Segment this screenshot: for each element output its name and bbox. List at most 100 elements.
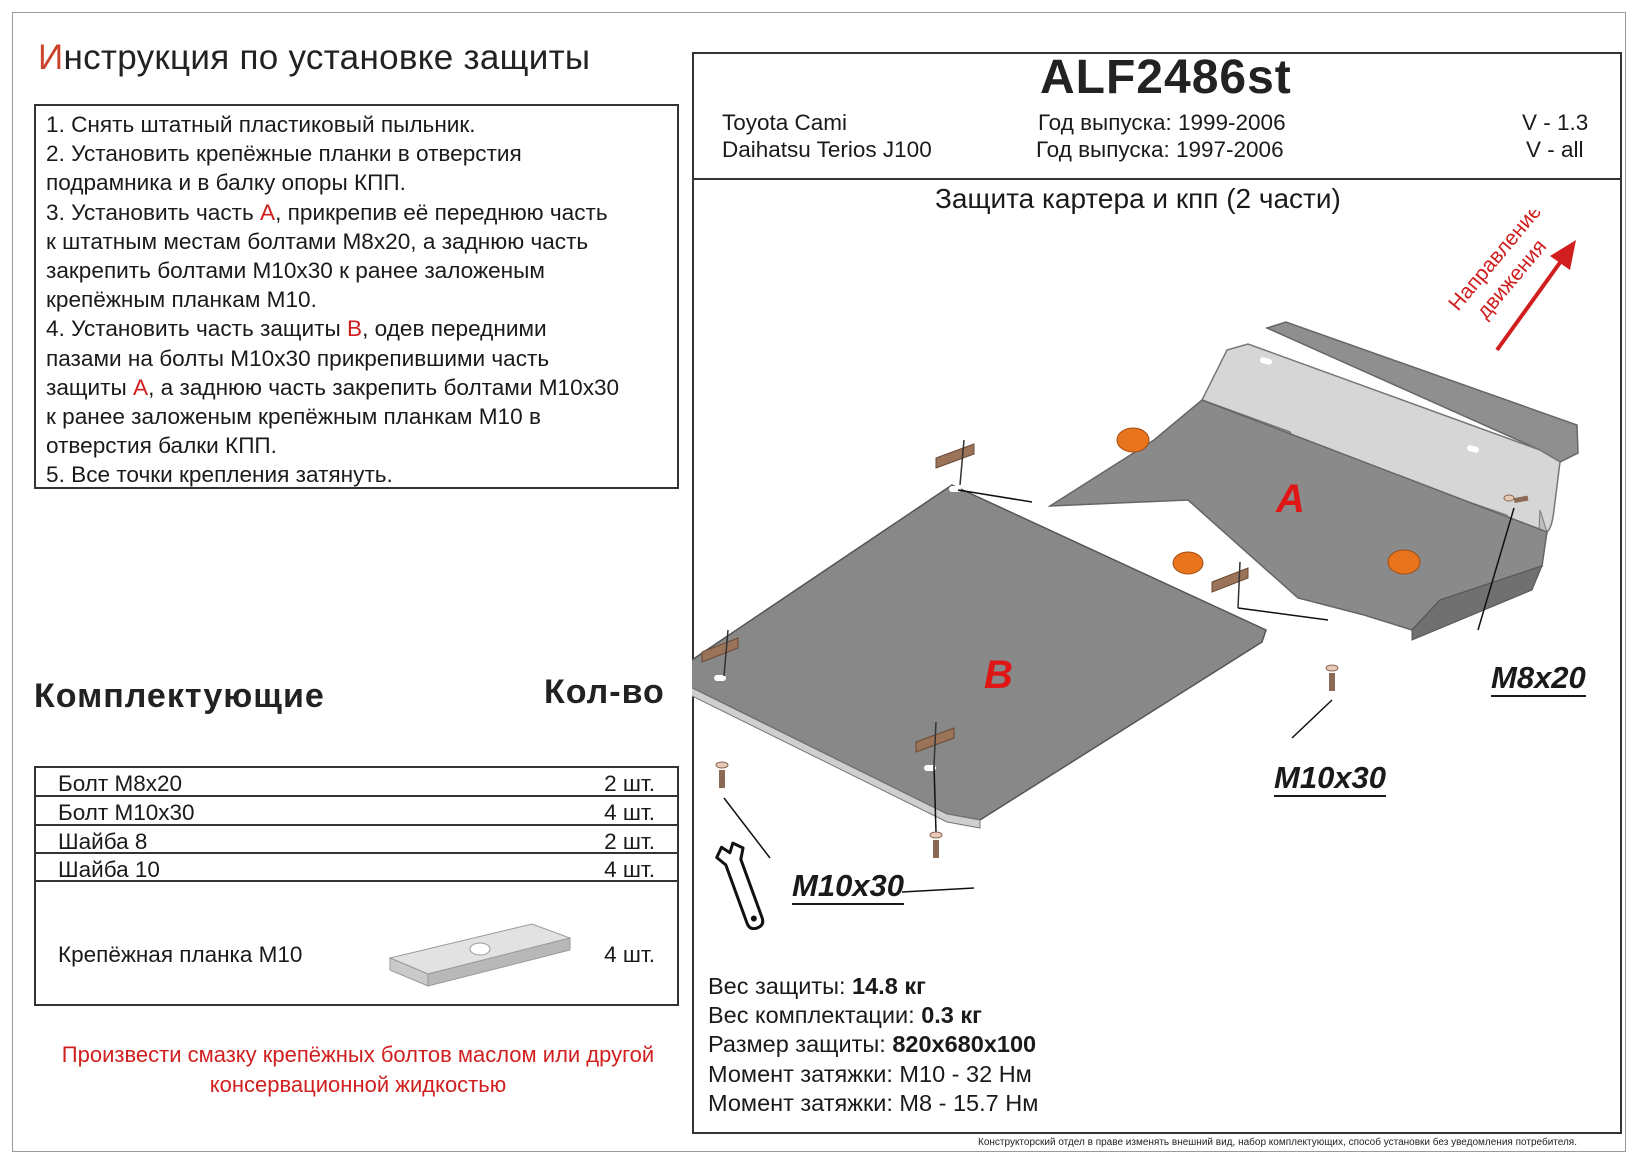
instruction-line: 4. Установить часть защиты В, одев перед… — [46, 314, 667, 343]
parts-row: Крепёжная планка М10 4 шт. — [36, 882, 677, 1004]
instruction-text: защиты — [46, 374, 133, 400]
spec-line: Размер защиты: 820x680x100 — [708, 1030, 1038, 1059]
instruction-text: 1. Снять штатный пластиковый пыльник. — [46, 112, 476, 137]
part-name: Шайба 8 — [58, 829, 148, 854]
part-reference: А — [260, 199, 276, 225]
part-reference: В — [347, 316, 363, 342]
part-a-shield — [1047, 321, 1579, 641]
part-a-label: A — [1275, 477, 1305, 521]
instruction-text: крепёжным планкам М10. — [46, 287, 317, 313]
spec-value: 820x680x100 — [892, 1031, 1037, 1058]
title-first-letter: И — [38, 38, 64, 77]
part-qty: 4 шт. — [604, 800, 655, 825]
vehicle-year: Год выпуска: 1999-2006 — [1038, 110, 1286, 135]
spec-label: Момент затяжки: — [708, 1060, 900, 1087]
bolt-m10-bottom — [929, 831, 943, 858]
instruction-line: отверстия балки КПП. — [46, 431, 667, 460]
instruction-line: защиты А, а заднюю часть закрепить болта… — [46, 373, 667, 402]
header-divider — [692, 178, 1622, 180]
bolt-m10-left — [715, 761, 771, 859]
instruction-text: 4. Установить часть защиты — [46, 316, 348, 342]
instruction-line: закрепить болтами М10х30 к ранее заложен… — [46, 256, 667, 285]
vehicle-year: Год выпуска: 1997-2006 — [1036, 137, 1284, 162]
product-code: ALF2486st — [1040, 51, 1292, 104]
instruction-text: 5. Все точки крепления затянуть. — [46, 462, 393, 488]
part-name: Болт М8х20 — [58, 771, 183, 796]
bolt-m10-bottom-label: M10x30 — [792, 868, 905, 905]
product-subtitle: Защита картера и кпп (2 части) — [935, 183, 1341, 214]
vehicle-engine: V - all — [1526, 137, 1584, 162]
disclaimer: Конструкторский отдел в праве изменять в… — [978, 1137, 1577, 1148]
washer-markers — [1116, 427, 1421, 575]
bolt-m10-bottom-leader — [901, 887, 975, 893]
parts-row: Шайба 10 4 шт. — [36, 854, 677, 882]
instruction-line: пазами на болты М10х30 прикрепившими час… — [46, 344, 667, 373]
instruction-line: 1. Снять штатный пластиковый пыльник. — [46, 110, 667, 139]
page-frame — [12, 12, 1626, 1152]
wrench-icon — [715, 841, 765, 930]
mounting-plate-icon — [388, 923, 572, 987]
part-qty: 2 шт. — [604, 771, 655, 796]
part-name: Болт М10х30 — [58, 800, 195, 825]
instruction-line: к штатным местам болтами М8х20, а заднюю… — [46, 227, 667, 256]
part-name: Шайба 10 — [58, 857, 160, 882]
instruction-line: к ранее заложеным крепёжным планкам М10 … — [46, 402, 667, 431]
part-b-shield — [692, 484, 1336, 829]
spec-label: Размер защиты: — [708, 1031, 893, 1058]
spec-label: Вес комплектации: — [708, 1002, 922, 1029]
lubrication-note: Произвести смазку крепёжных болтов масло… — [61, 1042, 655, 1097]
instruction-text: закрепить болтами М10х30 к ранее заложен… — [46, 258, 545, 284]
parts-row: Шайба 8 2 шт. — [36, 826, 677, 854]
parts-heading: Комплектующие — [34, 677, 325, 715]
title-rest: нструкция по установке защиты — [63, 38, 591, 77]
part-qty: 2 шт. — [604, 829, 655, 854]
installation-diagram: Направление движения — [692, 210, 1579, 930]
part-name: Крепёжная планка М10 — [58, 942, 303, 967]
bolt-m8 — [1477, 494, 1529, 631]
instruction-line: 3. Установить часть А, прикрепив её пере… — [46, 198, 667, 227]
spec-value: М10 - 32 Нм — [899, 1060, 1032, 1087]
instruction-text: к штатным местам болтами М8х20, а заднюю… — [46, 228, 589, 254]
spec-value: 0.3 кг — [921, 1002, 982, 1029]
vehicle-model: Toyota Cami — [722, 110, 848, 135]
spec-value: 14.8 кг — [852, 973, 926, 999]
part-qty: 4 шт. — [604, 857, 655, 882]
bolt-m8-label: M8x20 — [1491, 660, 1586, 697]
bolt-m10-right-label: M10x30 — [1274, 760, 1387, 797]
mounting-brackets — [701, 439, 1249, 767]
instruction-line: 2. Установить крепёжные планки в отверст… — [46, 139, 667, 168]
part-b-label: B — [984, 653, 1013, 697]
spec-line: Момент затяжки: М10 - 32 Нм — [708, 1060, 1038, 1089]
instruction-text: пазами на болты М10х30 прикрепившими час… — [46, 345, 550, 371]
spec-label: Момент затяжки: — [708, 1089, 900, 1116]
vehicle-model: Daihatsu Terios J100 — [722, 137, 932, 162]
spec-line: Вес комплектации: 0.3 кг — [708, 1001, 1038, 1030]
spec-line: Вес защиты: 14.8 кг — [708, 972, 1038, 1001]
instruction-text: к ранее заложеным крепёжным планкам М10 … — [46, 404, 541, 430]
instruction-text: , прикрепив её переднюю часть — [275, 199, 608, 225]
instruction-line: 5. Все точки крепления затянуть. — [46, 460, 667, 489]
connector-lines — [933, 489, 1329, 833]
vehicle-engine: V - 1.3 — [1522, 110, 1589, 135]
spec-line: Момент затяжки: М8 - 15.7 Нм — [708, 1089, 1038, 1118]
instruction-text: отверстия балки КПП. — [46, 433, 277, 459]
parts-row: Болт М10х30 4 шт. — [36, 797, 677, 826]
instruction-text: , одев передними — [362, 316, 547, 342]
instruction-line: крепёжным планкам М10. — [46, 285, 667, 314]
instruction-text: , а заднюю часть закрепить болтами М10х3… — [148, 374, 620, 400]
bolt-m10-right — [1291, 664, 1339, 739]
instruction-line: подрамника и в балку опоры КПП. — [46, 168, 667, 197]
instruction-text: 2. Установить крепёжные планки в отверст… — [46, 141, 522, 167]
specs-block: Вес защиты: 14.8 кг Вес комплектации: 0.… — [708, 972, 1038, 1118]
parts-row: Болт М8х20 2 шт. — [36, 768, 677, 797]
quantity-heading: Кол-во — [544, 673, 665, 711]
parts-table: Болт М8х20 2 шт. Болт М10х30 4 шт. Шайба… — [34, 766, 679, 1006]
instruction-text: подрамника и в балку опоры КПП. — [46, 170, 406, 196]
spec-label: Вес защиты: — [708, 973, 853, 999]
direction-arrow-icon — [1495, 240, 1576, 352]
page-title: Инструкция по установке защиты — [38, 38, 590, 78]
spec-value: М8 - 15.7 Нм — [899, 1089, 1039, 1116]
product-panel — [692, 52, 1622, 1134]
instructions-box: 1. Снять штатный пластиковый пыльник. 2. … — [34, 104, 679, 489]
part-qty: 4 шт. — [604, 942, 655, 967]
